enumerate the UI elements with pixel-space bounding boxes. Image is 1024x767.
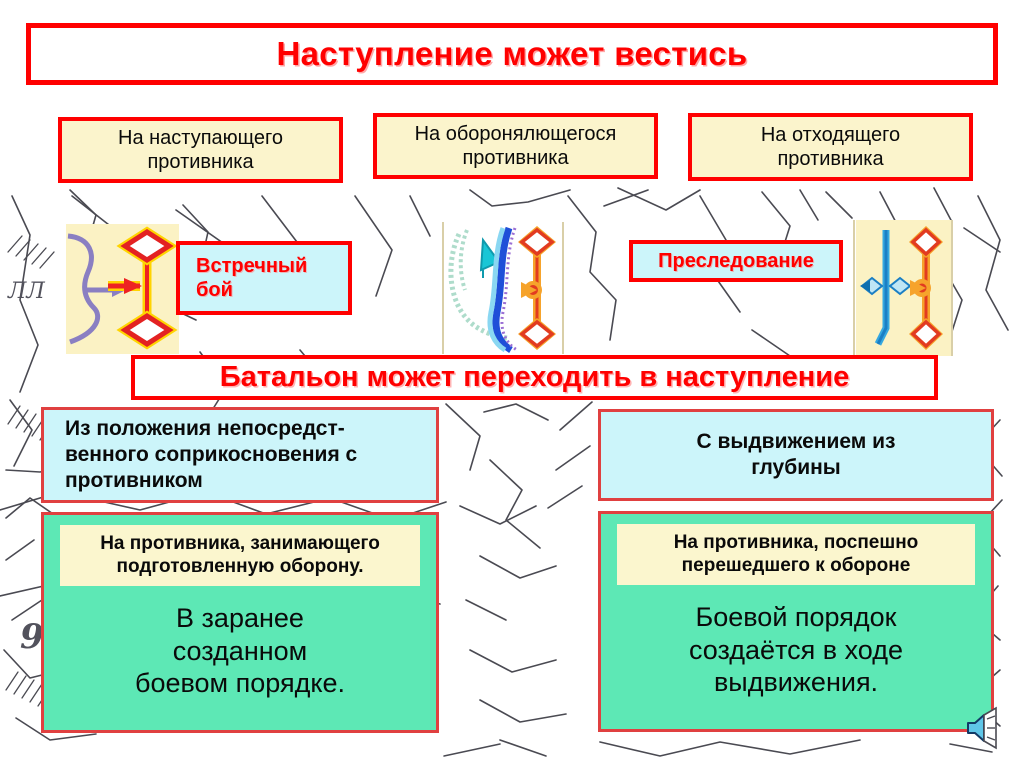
- top-box-withdrawing-enemy-label: На отходящего противника: [760, 123, 901, 170]
- slide-title-text: Наступление может вестись: [276, 35, 748, 72]
- outcome-box-hasty-defence: На противника, поспешно перешедшего к об…: [598, 511, 994, 732]
- label-meeting-engagement-text: Встречный бой: [196, 255, 308, 301]
- method-box-from-depth-label: С выдвижением из глубины: [696, 429, 896, 479]
- top-box-attacking-enemy-label: На наступающего противника: [118, 126, 283, 173]
- method-box-direct-contact: Из положения непосредст- венного соприко…: [41, 407, 439, 503]
- enemy-state-hasty-defence: На противника, поспешно перешедшего к об…: [616, 524, 976, 586]
- top-box-defending-enemy: На оборонялющегося противника: [373, 113, 658, 179]
- speaker-icon[interactable]: [962, 706, 1006, 750]
- diagram-attack-on-defence: [437, 220, 569, 356]
- banner-text: Батальон может переходить в наступление: [219, 361, 850, 393]
- top-box-defending-enemy-label: На оборонялющегося противника: [414, 122, 617, 169]
- top-box-withdrawing-enemy: На отходящего противника: [688, 113, 973, 181]
- banner-battalion-offensive: Батальон может переходить в наступление: [131, 355, 938, 400]
- svg-text:ЛЛ: ЛЛ: [7, 279, 45, 304]
- method-box-direct-contact-label: Из положения непосредст- венного соприко…: [65, 416, 358, 493]
- conclusion-prearranged-formation: В заранее созданном боевом порядке.: [135, 603, 345, 699]
- enemy-state-prepared-defence: На противника, занимающего подготовленну…: [59, 525, 421, 587]
- top-box-attacking-enemy: На наступающего противника: [58, 117, 343, 183]
- diagram-meeting-engagement: [66, 224, 179, 354]
- diagram-pursuit: [853, 220, 953, 356]
- method-box-from-depth: С выдвижением из глубины: [598, 409, 994, 501]
- conclusion-formation-on-the-move: Боевой порядок создаётся в ходе выдвижен…: [688, 602, 903, 698]
- outcome-box-prepared-defence: На противника, занимающего подготовленну…: [41, 512, 439, 733]
- label-pursuit: Преследование: [629, 240, 843, 282]
- slide-title: Наступление может вестись: [26, 23, 998, 85]
- label-pursuit-text: Преследование: [658, 250, 814, 272]
- label-meeting-engagement: Встречный бой: [176, 241, 352, 315]
